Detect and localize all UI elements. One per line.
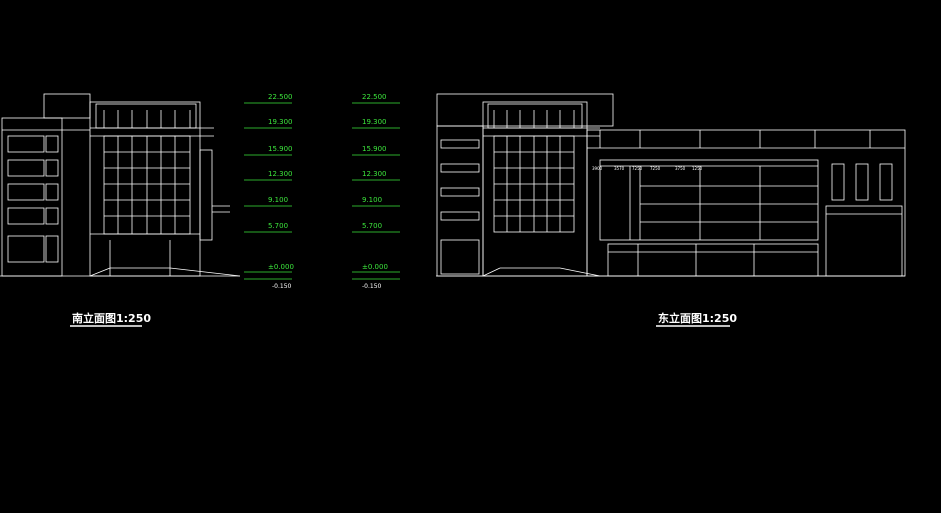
dimension-label: 7250: [632, 166, 643, 171]
dimension-label: 3570: [614, 166, 625, 171]
south-left-windows: [7, 135, 59, 263]
east-tower-curtain-wall: [493, 135, 575, 233]
east-elevation: [436, 93, 906, 277]
south-elevation-title: 南立面图1:250: [72, 311, 151, 325]
level-label: 15.900: [362, 145, 387, 153]
level-label: 19.300: [268, 118, 293, 126]
level-label: 12.300: [362, 170, 387, 178]
level-label: ±0.000: [362, 263, 388, 271]
south-elevation: [0, 93, 241, 277]
below-grade-label: -0.150: [272, 283, 292, 290]
dimension-label: 3750: [675, 166, 686, 171]
level-label: 9.100: [362, 196, 382, 204]
level-label: 5.700: [362, 222, 382, 230]
east-level-markers: [352, 102, 400, 280]
level-label: 5.700: [268, 222, 288, 230]
south-level-markers: [244, 102, 292, 280]
level-label: 22.500: [362, 93, 387, 101]
level-label: ±0.000: [268, 263, 294, 271]
level-label: 9.100: [268, 196, 288, 204]
level-label: 15.900: [268, 145, 293, 153]
level-label: 22.500: [268, 93, 293, 101]
south-curtain-wall: [103, 135, 191, 235]
level-label: 19.300: [362, 118, 387, 126]
east-dimension-labels: 3900 3570 7250 7250 3750 1250: [592, 166, 703, 171]
dimension-label: 7250: [650, 166, 661, 171]
dimension-label: 1250: [692, 166, 703, 171]
east-left-windows: [440, 139, 480, 275]
east-elevation-title: 东立面图1:250: [658, 311, 737, 325]
below-grade-label: -0.150: [362, 283, 382, 290]
level-label: 12.300: [268, 170, 293, 178]
dimension-label: 3900: [592, 166, 603, 171]
